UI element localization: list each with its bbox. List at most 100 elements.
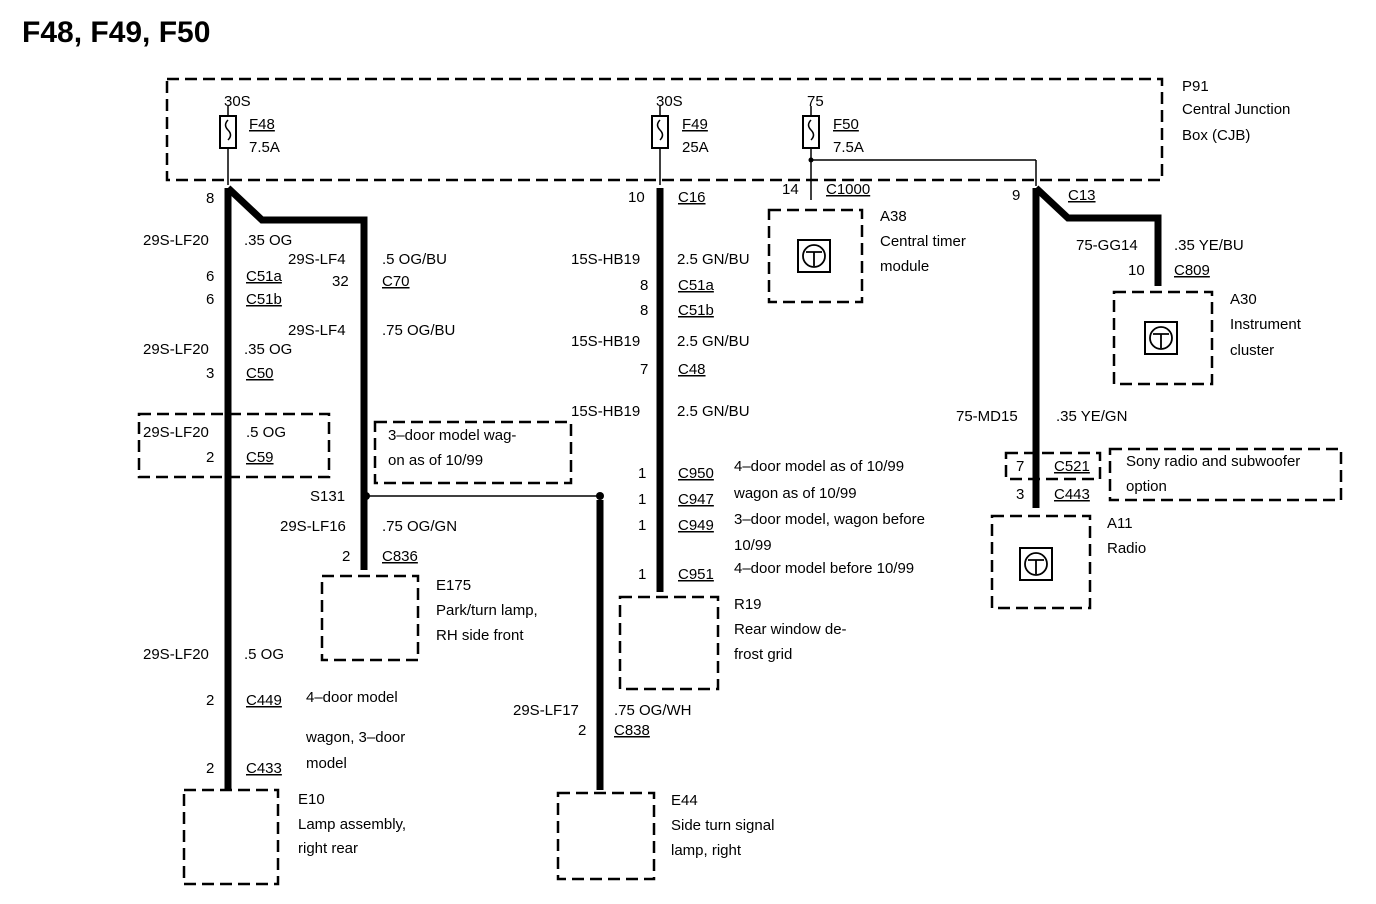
e175-desc-2: RH side front — [436, 627, 524, 644]
module-a38-icon — [797, 239, 831, 273]
connector-c1000: C1000 — [826, 181, 870, 198]
note-3door-box — [373, 420, 573, 485]
cjb-id: P91 — [1182, 78, 1209, 95]
connector-c50: C50 — [246, 365, 274, 382]
c521-pin: 7 — [1016, 458, 1024, 475]
wire-label-lf20-1: 29S-LF20 — [143, 232, 209, 249]
wire-gauge-gg14: .35 YE/BU — [1174, 237, 1244, 254]
note-wagon-2: model — [306, 755, 347, 772]
a38-desc-2: module — [880, 258, 929, 275]
e175-id: E175 — [436, 577, 471, 594]
fuse-f49-rating: 25A — [682, 139, 709, 156]
note-wagon-1: wagon, 3–door — [305, 729, 405, 746]
a11-id: A11 — [1107, 515, 1133, 532]
e44-desc-2: lamp, right — [671, 842, 742, 859]
wire-label-lf20-2: 29S-LF20 — [143, 341, 209, 358]
wire-label-lf16: 29S-LF16 — [280, 518, 346, 535]
c949-note-2: 10/99 — [734, 537, 772, 554]
wire-gauge-lf4-1: .5 OG/BU — [382, 251, 447, 268]
wire-gauge-md15: .35 YE/GN — [1056, 408, 1127, 425]
component-a38 — [767, 208, 864, 304]
connector-c48: C48 — [678, 361, 706, 378]
wire-label-hb19-3: 15S-HB19 — [571, 403, 640, 420]
connector-c947: C947 — [678, 491, 714, 508]
note-3door-2: on as of 10/99 — [388, 452, 483, 469]
component-a11 — [990, 514, 1092, 610]
connector-c443: C443 — [1054, 486, 1090, 503]
connector-c51b-2: C51b — [678, 302, 714, 319]
c51a-2-pin: 8 — [640, 277, 648, 294]
wire-label-lf4-2: 29S-LF4 — [288, 322, 346, 339]
c950-pin: 1 — [638, 465, 646, 482]
connector-c51a-2: C51a — [678, 277, 715, 294]
c59-option-box — [137, 412, 331, 479]
wire-lf4 — [225, 185, 368, 570]
c809-pin: 10 — [1128, 262, 1145, 279]
connector-c59: C59 — [246, 449, 274, 466]
connector-c949: C949 — [678, 517, 714, 534]
component-e175 — [320, 574, 420, 662]
component-e10 — [182, 788, 280, 886]
wire-gauge-lf16: .75 OG/GN — [382, 518, 457, 535]
central-junction-box — [165, 77, 1164, 182]
connector-c951: C951 — [678, 566, 714, 583]
c836-pin: 2 — [342, 548, 350, 565]
note-4door: 4–door model — [306, 689, 398, 706]
c838-pin: 2 — [578, 722, 586, 739]
wire-gauge-hb19-1: 2.5 GN/BU — [677, 251, 750, 268]
c950-note: 4–door model as of 10/99 — [734, 458, 904, 475]
c59-pin: 2 — [206, 449, 214, 466]
connector-c51b: C51b — [246, 291, 282, 308]
fuse-f48-rating: 7.5A — [249, 139, 280, 156]
wire-gauge-3: .5 OG — [246, 424, 286, 441]
c949-pin: 1 — [638, 517, 646, 534]
fuse-f49: 30S F49 25A — [651, 93, 709, 185]
splice-s131-end — [596, 492, 604, 500]
page-title: F48, F49, F50 — [22, 16, 210, 49]
fuse-f50-supply: 75 — [807, 93, 824, 110]
sony-note-1: Sony radio and subwoofer — [1126, 453, 1300, 470]
fuse-f50: 75 F50 7.5A — [802, 93, 1037, 200]
wire-gauge-4: .5 OG — [244, 646, 284, 663]
a38-id: A38 — [880, 208, 907, 225]
a38-desc-1: Central timer — [880, 233, 966, 250]
connector-c521: C521 — [1054, 458, 1090, 475]
fuse-f49-name: F49 — [682, 116, 708, 133]
c70-pin: 32 — [332, 273, 349, 290]
c51a-pin: 6 — [206, 268, 214, 285]
connector-c51a: C51a — [246, 268, 283, 285]
c951-pin: 1 — [638, 566, 646, 583]
wire-gauge-1: .35 OG — [244, 232, 292, 249]
wire-label-hb19-2: 15S-HB19 — [571, 333, 640, 350]
c521-option-box — [1004, 451, 1102, 481]
r19-desc-1: Rear window de- — [734, 621, 847, 638]
r19-desc-2: frost grid — [734, 646, 792, 663]
connector-c449: C449 — [246, 692, 282, 709]
cjb-line2: Box (CJB) — [1182, 127, 1250, 144]
e44-id: E44 — [671, 792, 698, 809]
c449-pin: 2 — [206, 692, 214, 709]
connector-c16: C16 — [678, 189, 706, 206]
c443-pin: 3 — [1016, 486, 1024, 503]
cjb-line1: Central Junction — [1182, 101, 1290, 118]
wire-label-hb19-1: 15S-HB19 — [571, 251, 640, 268]
wire-label-lf20-4: 29S-LF20 — [143, 646, 209, 663]
a11-desc-1: Radio — [1107, 540, 1146, 557]
pin-8: 8 — [206, 190, 214, 207]
connector-c70: C70 — [382, 273, 410, 290]
c16-pin: 10 — [628, 189, 645, 206]
c51b-2-pin: 8 — [640, 302, 648, 319]
wire-label-lf17: 29S-LF17 — [513, 702, 579, 719]
e10-desc-1: Lamp assembly, — [298, 816, 406, 833]
fuse-f48-name: F48 — [249, 116, 275, 133]
e10-desc-2: right rear — [298, 840, 358, 857]
module-a11-icon — [1019, 547, 1053, 581]
component-a30 — [1112, 290, 1214, 386]
sony-note-box — [1108, 447, 1343, 502]
wire-label-gg14: 75-GG14 — [1076, 237, 1138, 254]
component-e44 — [556, 791, 656, 881]
splice-s131 — [362, 492, 370, 500]
a30-id: A30 — [1230, 291, 1257, 308]
c48-pin: 7 — [640, 361, 648, 378]
